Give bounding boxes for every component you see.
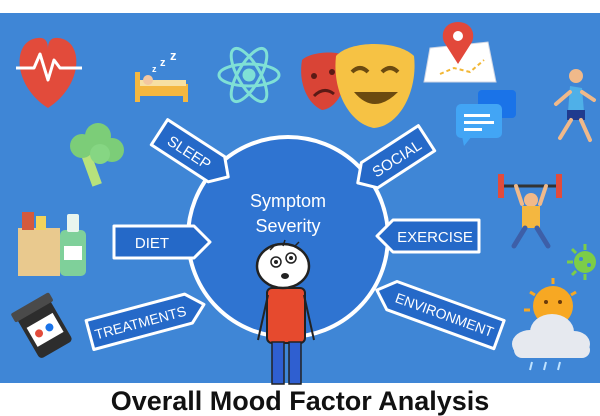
footer-title: Overall Mood Factor Analysis <box>110 386 490 416</box>
factor-arrow-sleep: SLEEP <box>149 118 230 184</box>
groceries-icon <box>18 212 86 276</box>
sleep-bed-icon: z z z <box>135 48 188 102</box>
mood-factor-diagram: Symptom Severity SLEEP DIET TREATMENTS S… <box>0 13 600 416</box>
center-title-line2: Severity <box>255 216 320 236</box>
heart-pulse-icon <box>16 37 82 108</box>
factor-arrow-treatments: TREATMENTS <box>84 292 206 352</box>
sun-cloud-rain-icon <box>512 278 590 371</box>
chat-bubbles-icon <box>456 90 516 146</box>
runner-icon <box>554 69 596 142</box>
factor-arrow-environment: ENVIRONMENT <box>375 279 506 351</box>
factor-arrow-social: SOCIAL <box>356 124 437 190</box>
map-pin-icon <box>423 22 497 83</box>
atom-icon <box>217 46 281 104</box>
stick-figure-icon <box>255 239 315 385</box>
svg-text:z: z <box>160 57 166 69</box>
virus-icon <box>567 244 596 280</box>
pill-bottle-icon <box>11 292 72 358</box>
broccoli-icon <box>70 123 124 187</box>
svg-text:z: z <box>152 64 157 74</box>
weightlifter-icon <box>498 174 562 249</box>
factor-label-diet: DIET <box>135 235 169 252</box>
factor-arrow-diet: DIET <box>112 224 212 260</box>
factor-label-exercise: EXERCISE <box>397 229 473 246</box>
theater-masks-icon <box>301 44 415 128</box>
factor-arrow-exercise: EXERCISE <box>375 218 481 254</box>
diagram-canvas: Symptom Severity SLEEP DIET TREATMENTS S… <box>11 22 596 385</box>
svg-text:z: z <box>170 48 177 63</box>
center-title-line1: Symptom <box>250 191 326 211</box>
